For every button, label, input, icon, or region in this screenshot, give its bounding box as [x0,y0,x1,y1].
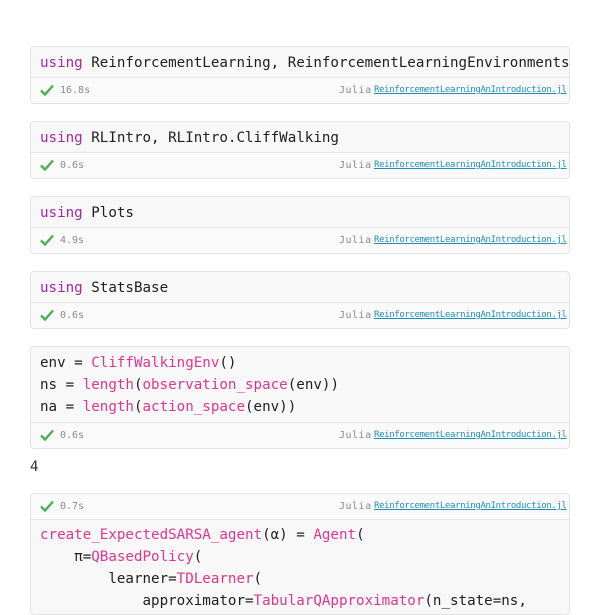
run-time: 0.6s [60,430,85,441]
code-editor[interactable]: create_ExpectedSARSA_agent(α) = Agent( π… [31,520,569,612]
run-time: 0.6s [60,310,85,321]
code-text: RLIntro, RLIntro.CliffWalking [82,130,339,146]
checkmark-icon [40,159,54,171]
code-text: StatsBase [82,280,169,296]
code-text: ns = [40,377,83,393]
code-cell[interactable]: 0.7s Julia ReinforcementLearningAnIntrod… [30,493,570,615]
code-text: approximator= [40,593,254,609]
code-text: (env)) [287,377,339,393]
cell-status-bar: 16.8s Julia ReinforcementLearningAnIntro… [31,77,569,103]
notebook-link[interactable]: ReinforcementLearningAnIntroduction.jl [374,85,567,95]
function-name: TDLearner [176,571,254,587]
function-name: TabularQApproximator [253,593,425,609]
keyword: using [40,280,83,296]
run-time: 16.8s [60,85,91,96]
notebook-link[interactable]: ReinforcementLearningAnIntroduction.jl [374,235,567,245]
code-line: ns = length(observation_space(env)) [40,377,339,393]
run-time: 0.7s [60,501,85,512]
code-text: (α) = [262,527,314,543]
run-time: 0.6s [60,160,85,171]
code-text: na = [40,399,83,415]
keyword: using [40,205,83,221]
function-name: create_ExpectedSARSA_agent [40,527,263,543]
keyword: using [40,55,83,71]
checkmark-icon [40,309,54,321]
code-text: ( [193,549,203,565]
cell-status-bar: 4.9s Julia ReinforcementLearningAnIntrod… [31,227,569,253]
function-name: QBasedPolicy [91,549,194,565]
cell-output: 4 [30,459,39,475]
code-line: env = CliffWalkingEnv() [40,355,236,371]
code-text: ( [133,377,143,393]
language-label: Julia [339,430,372,441]
cell-status-bar: 0.6s Julia ReinforcementLearningAnIntrod… [31,302,569,328]
code-text: π= [40,549,92,565]
function-name: action_space [142,399,246,415]
language-label: Julia [339,501,372,512]
code-cell[interactable]: using ReinforcementLearning, Reinforceme… [30,46,570,104]
checkmark-icon [40,234,54,246]
code-editor[interactable]: using RLIntro, RLIntro.CliffWalking [31,122,569,152]
code-text: Plots [82,205,134,221]
code-line: π=QBasedPolicy( [40,549,202,565]
code-cell[interactable]: using RLIntro, RLIntro.CliffWalking 0.6s… [30,121,570,179]
notebook-link[interactable]: ReinforcementLearningAnIntroduction.jl [374,310,567,320]
function-name: observation_space [142,377,288,393]
language-label: Julia [339,310,372,321]
run-time: 4.9s [60,235,85,246]
code-editor[interactable]: using Plots [31,197,569,227]
code-line: create_ExpectedSARSA_agent(α) = Agent( [40,527,365,543]
code-editor[interactable]: env = CliffWalkingEnv() ns = length(obse… [31,347,569,422]
cell-status-bar: 0.7s Julia ReinforcementLearningAnIntrod… [31,494,569,520]
code-text: ( [356,527,365,543]
code-text: () [219,355,237,371]
keyword: using [40,130,83,146]
function-name: Agent [313,527,357,543]
code-text: ( [253,571,263,587]
code-editor[interactable]: using ReinforcementLearning, Reinforceme… [31,47,569,77]
code-text: ( [133,399,143,415]
function-name: length [82,377,134,393]
code-cell[interactable]: using StatsBase 0.6s Julia Reinforcement… [30,271,570,329]
code-cell[interactable]: env = CliffWalkingEnv() ns = length(obse… [30,346,570,449]
notebook-link[interactable]: ReinforcementLearningAnIntroduction.jl [374,501,567,511]
cell-status-bar: 0.6s Julia ReinforcementLearningAnIntrod… [31,152,569,178]
code-text: env = [40,355,92,371]
checkmark-icon [40,429,54,441]
checkmark-icon [40,84,54,96]
code-text: learner= [40,571,177,587]
notebook-link[interactable]: ReinforcementLearningAnIntroduction.jl [374,160,567,170]
code-line: na = length(action_space(env)) [40,399,296,415]
language-label: Julia [339,235,372,246]
checkmark-icon [40,500,54,512]
function-name: length [82,399,134,415]
code-cell[interactable]: using Plots 4.9s Julia ReinforcementLear… [30,196,570,254]
code-line: approximator=TabularQApproximator(n_stat… [40,593,527,609]
notebook-link[interactable]: ReinforcementLearningAnIntroduction.jl [374,430,567,440]
code-editor[interactable]: using StatsBase [31,272,569,302]
function-name: CliffWalkingEnv [91,355,220,371]
code-text: (env)) [245,399,297,415]
language-label: Julia [339,160,372,171]
cell-status-bar: 0.6s Julia ReinforcementLearningAnIntrod… [31,422,569,448]
code-line: learner=TDLearner( [40,571,262,587]
code-text: ReinforcementLearning, ReinforcementLear… [82,55,570,71]
code-text: (n_state=ns, [424,593,527,609]
language-label: Julia [339,85,372,96]
